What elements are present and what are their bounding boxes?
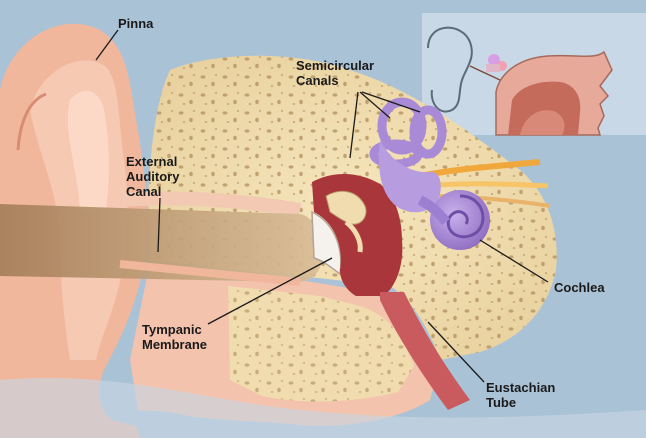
bottom-fade xyxy=(0,377,646,438)
label-tympanic-membrane-line-2: Membrane xyxy=(142,337,208,352)
label-cochlea: Cochlea xyxy=(554,280,605,295)
ossicle-chain xyxy=(344,220,363,253)
label-eustachian-tube-line-1: Eustachian xyxy=(486,380,556,395)
label-external-auditory-canal-line-1: External xyxy=(126,154,178,169)
label-pinna-line-1: Pinna xyxy=(118,16,154,31)
label-cochlea-line-1: Cochlea xyxy=(554,280,605,295)
semicircular-canals-shape xyxy=(369,97,447,169)
label-external-auditory-canal-line-3: Canal xyxy=(126,184,162,199)
label-external-auditory-canal: External Auditory Canal xyxy=(126,154,179,199)
cochlea-shape xyxy=(417,190,490,250)
pointer-lines xyxy=(95,29,549,383)
label-tympanic-membrane-line-1: Tympanic xyxy=(142,322,202,337)
upper-canal-wall xyxy=(119,191,302,217)
ossicles xyxy=(325,190,367,225)
label-external-auditory-canal-line-2: Auditory xyxy=(126,169,180,184)
label-eustachian-tube: Eustachian Tube xyxy=(486,380,555,410)
lower-canal-wall xyxy=(119,260,301,286)
label-semicircular-canals-line-1: Semicircular xyxy=(296,58,375,73)
lower-tissue xyxy=(130,262,440,426)
vestibule xyxy=(378,140,441,213)
label-semicircular-canals-line-2: Canals xyxy=(296,73,339,88)
label-tympanic-membrane: Tympanic Membrane xyxy=(142,322,207,352)
tympanic-membrane-shape xyxy=(311,210,342,276)
eustachian-tube-shape xyxy=(380,292,470,410)
label-eustachian-tube-line-2: Tube xyxy=(486,395,517,410)
label-pinna: Pinna xyxy=(118,16,153,31)
auditory-canal-shape xyxy=(0,204,322,282)
head-profile-inset xyxy=(422,13,646,136)
label-semicircular-canals: Semicircular Canals xyxy=(296,58,374,88)
